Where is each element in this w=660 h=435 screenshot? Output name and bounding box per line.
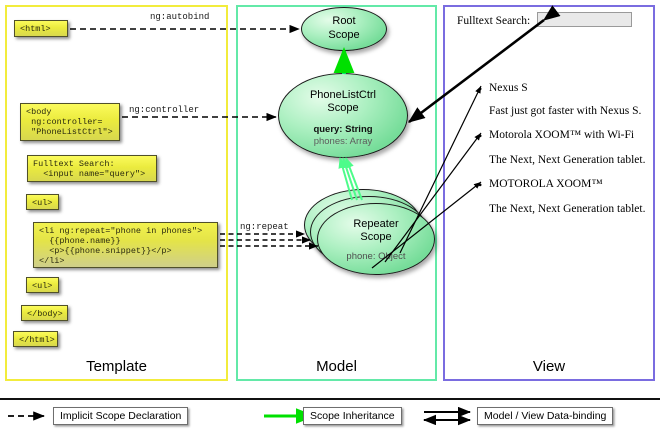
template-column-label: Template [86, 358, 147, 375]
ul-open-tag-box[interactable]: <ul> [26, 194, 59, 210]
ng-controller-label: ng:controller [129, 105, 200, 115]
repeater-scope-title-line2: Scope [360, 231, 392, 243]
view-item-name-1: Motorola XOOM™ with Wi-Fi [478, 129, 634, 144]
ul-close-tag-box[interactable]: <ul> [26, 277, 59, 293]
fulltext-search-input-box[interactable]: Fulltext Search: <input name="query"> [27, 155, 157, 182]
root-scope-title-line2: Scope [328, 29, 360, 41]
view-search-label: Fulltext Search: [457, 15, 531, 27]
body-close-tag-box[interactable]: </body> [21, 305, 68, 321]
ng-autobind-label: ng:autobind [150, 12, 210, 22]
phonelistctrl-scope[interactable]: PhoneListCtrl Scope query: String phones… [278, 73, 408, 158]
root-scope[interactable]: Root Scope [301, 7, 387, 51]
view-item-name-2: MOTOROLA XOOM™ [478, 178, 603, 193]
legend-scope-inheritance[interactable]: Scope Inheritance [303, 407, 402, 425]
phonelistctrl-scope-title-line1: PhoneListCtrl [309, 89, 377, 101]
html-close-tag-box[interactable]: </html> [13, 331, 58, 347]
li-repeat-box[interactable]: <li ng:repeat="phone in phones"> {{phone… [33, 222, 218, 268]
view-item-snippet-2: The Next, Next Generation tablet. [489, 203, 646, 215]
view-column: View [443, 5, 655, 381]
repeater-scope-title-line1: Repeater [353, 218, 399, 230]
phonelistctrl-scope-title-line2: Scope [327, 102, 359, 114]
view-column-label: View [532, 358, 566, 375]
repeater-scope[interactable]: Repeater Scope phone: Object [317, 203, 435, 275]
phonelistctrl-scope-property-query: query: String [313, 124, 373, 135]
template-column: Template [5, 5, 228, 381]
root-scope-title-line1: Root [332, 15, 356, 27]
legend-implicit-scope-declaration[interactable]: Implicit Scope Declaration [53, 407, 189, 425]
legend-model-view-databinding[interactable]: Model / View Data-binding [477, 407, 614, 425]
view-item-snippet-0: Fast just got faster with Nexus S. [489, 105, 642, 117]
ng-repeat-label: ng:repeat [240, 222, 289, 232]
legend: Implicit Scope Declaration Scope Inherit… [0, 398, 660, 435]
html-open-tag-box[interactable]: <html> [14, 20, 68, 37]
view-item-name-0: Nexus S [478, 82, 528, 97]
legend-divider [0, 398, 660, 400]
phonelistctrl-scope-property-phones: phones: Array [313, 136, 373, 147]
view-search-input[interactable] [537, 12, 632, 27]
repeater-scope-property-phone: phone: Object [346, 251, 406, 262]
view-item-snippet-1: The Next, Next Generation tablet. [489, 154, 646, 166]
model-column-label: Model [316, 358, 357, 375]
body-controller-box[interactable]: <body ng:controller= "PhoneListCtrl"> [20, 103, 120, 141]
